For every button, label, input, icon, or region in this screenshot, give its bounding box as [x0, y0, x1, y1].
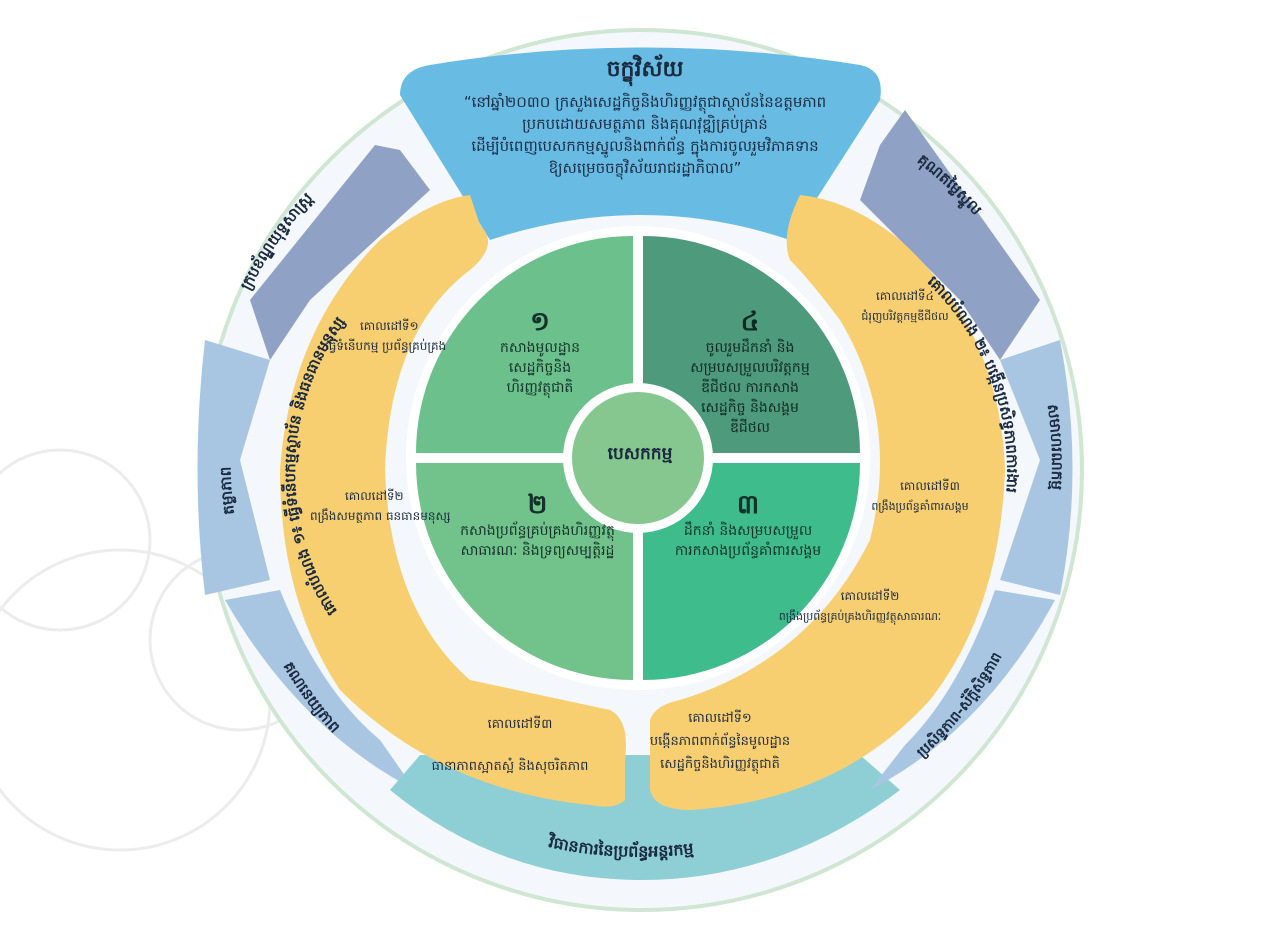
left-goal-sub1: គោលដៅទី១ [360, 318, 419, 333]
right-goal-sub1: គោលដៅទី១ [688, 709, 751, 726]
segment-top-left [250, 145, 430, 360]
quadrant-2-line-1: កសាងប្រព័ន្ធគ្រប់គ្រងហិរញ្ញវត្ថុ [460, 523, 615, 539]
segment-right [1000, 340, 1073, 595]
quadrant-4-line-1: ចូលរួមដឹកនាំ និង [705, 340, 795, 356]
quadrant-4-line-3: ឌីជីថល ការកសាង [701, 380, 799, 396]
quadrant-1-line-1: កសាងមូលដ្ឋាន [500, 340, 580, 356]
right-goal-sub1-text2: សេដ្ឋកិច្ចនិងហិរញ្ញវត្ថុជាតិ [660, 755, 780, 774]
left-goal-sub1-text: ធ្វើទំនើបកម្ម ប្រព័ន្ធគ្រប់គ្រង [325, 338, 446, 353]
quadrant-4-line-2: សម្របសម្រួលបរិវត្តកម្ម [690, 360, 810, 376]
quadrant-2-line-2: សាធារណៈ និងទ្រព្យសម្បត្តិរដ្ឋ [460, 543, 615, 559]
left-goal-sub2: គោលដៅទី២ [345, 488, 404, 503]
vision-line-4: ឱ្យសម្រេចចក្ខុវិស័យរាជរដ្ឋាភិបាល” [548, 159, 742, 177]
quadrant-1 [416, 236, 633, 453]
right-goal-sub3-text: ពង្រឹងប្រព័ន្ធគាំពារសង្គម [871, 499, 968, 513]
quadrant-3 [643, 463, 860, 680]
quadrant-4-line-5: ឌីជីថល [730, 420, 770, 436]
segment-left [197, 340, 270, 595]
quadrant-4-number: ៤ [740, 307, 760, 337]
vision-line-3: ដើម្បីបំពេញបេសកកម្មស្នូលនិងពាក់ព័ន្ធ ក្ន… [471, 137, 819, 155]
right-goal-sub2: គោលដៅទី២ [841, 588, 900, 603]
goal-ring-left [280, 195, 626, 807]
segment-bottom-right [870, 590, 1055, 790]
right-goal-sub3: គោលដៅទី៣ [900, 478, 960, 493]
quadrant-1-line-3: ហិរញ្ញវត្ថុជាតិ [506, 380, 574, 396]
quadrant-4-line-4: សេដ្ឋកិច្ច និងសង្គម [701, 400, 799, 416]
quadrant-2-number: ២ [527, 490, 548, 520]
left-goal-sub3-text: ធានាភាពស្អាតស្អំ និងសុចរិតភាព [432, 757, 589, 775]
quadrant-1-text: ១ កសាងមូលដ្ឋាន សេដ្ឋកិច្ចនិង ហិរញ្ញវត្ថុ… [455, 307, 625, 398]
vision-line-1: “នៅឆ្នាំ២០៣០ ក្រសួងសេដ្ឋកិច្ចនិងហិរញ្ញវត… [463, 93, 827, 111]
segment-top-right [860, 110, 1040, 360]
quadrant-3-text: ៣ ដឹកនាំ និងសម្របសម្រួល ការកសាងប្រព័ន្ធគ… [648, 490, 848, 561]
quadrant-1-number: ១ [530, 307, 550, 337]
quadrant-2 [416, 463, 633, 680]
right-goal-sub4: គោលដៅទី៤ [876, 288, 934, 303]
quadrant-3-number: ៣ [736, 490, 760, 520]
label-right: សមាហរណកម្ម [1044, 403, 1067, 491]
quadrant-3-line-2: ការកសាងប្រព័ន្ធគាំពារសង្គម [674, 543, 822, 559]
center-circle [572, 392, 704, 524]
outer-segments [197, 110, 1073, 880]
left-goal-sub3: គោលដៅទី៣ [488, 715, 553, 732]
right-goal-sub1-text: បង្កើនភាពពាក់ព័ន្ធនៃមូលដ្ឋាន [650, 732, 790, 750]
quadrant-1-line-2: សេដ្ឋកិច្ចនិង [508, 360, 572, 376]
quadrant-3-line-1: ដឹកនាំ និងសម្របសម្រួល [683, 523, 813, 539]
vision-title: ចក្ខុវិស័យ [606, 57, 684, 82]
vision-line-2: ប្រកបដោយសមត្ថភាព និងគុណវុឌ្ឍិគ្រប់គ្រាន់ [522, 115, 768, 133]
vision-text-block: ចក្ខុវិស័យ “នៅឆ្នាំ២០៣០ ក្រសួងសេដ្ឋកិច្ច… [410, 55, 880, 190]
quadrant-4 [643, 236, 860, 453]
vision-banner [400, 47, 881, 240]
goal-ring-right [650, 195, 1005, 810]
mission-label: បេសកកម្ម [607, 444, 673, 464]
right-goal-sub2-text: ពង្រឹងប្រព័ន្ធគ្រប់គ្រងហិរញ្ញវត្ថុសាធារណ… [779, 609, 942, 625]
quadrant-4-text: ៤ ចូលរួមដឹកនាំ និង សម្របសម្រួលបរិវត្តកម្… [650, 307, 850, 438]
left-goal-sub2-text: ពង្រឹងសមត្ថភាព ធនធានមនុស្ស [310, 508, 451, 524]
quadrant-2-text: ២ កសាងប្រព័ន្ធគ្រប់គ្រងហិរញ្ញវត្ថុ សាធារ… [440, 490, 635, 561]
label-left: តម្លាភាព [217, 466, 239, 515]
right-goal-sub4-text: ជំរុញបរិវត្តកម្មឌីជីថល [861, 309, 948, 324]
segment-bottom-left [225, 590, 415, 790]
